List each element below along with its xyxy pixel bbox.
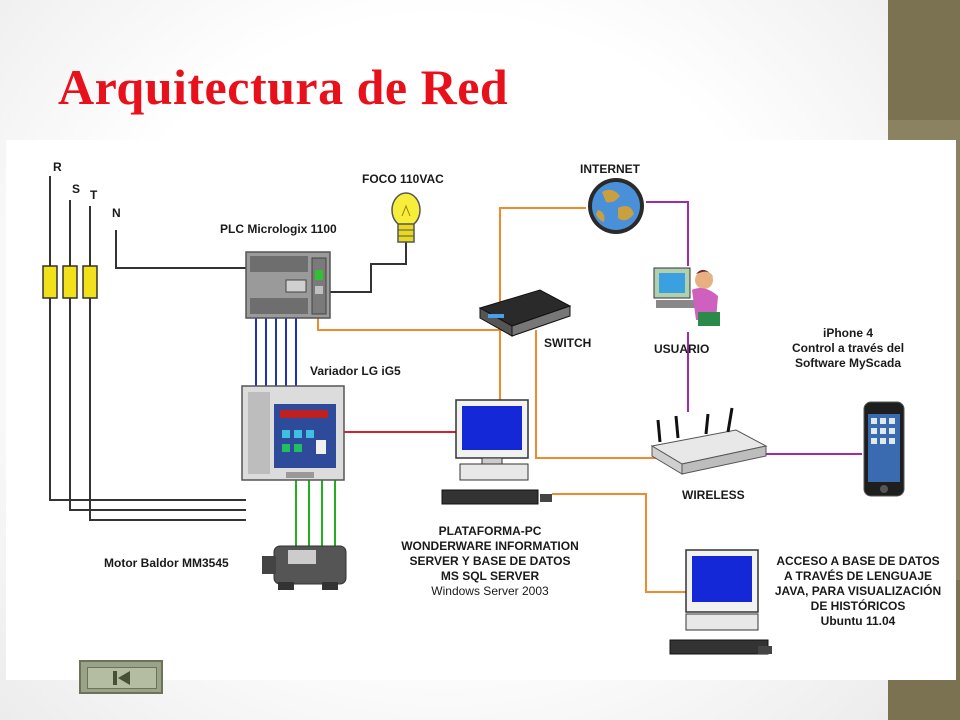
internet-label: INTERNET xyxy=(580,162,640,176)
server-line: PLATAFORMA-PC xyxy=(438,524,542,538)
phase-n-label: N xyxy=(112,206,121,220)
switch-label: SWITCH xyxy=(544,336,592,350)
client-pc-icon xyxy=(669,549,772,655)
lamp-label: FOCO 110VAC xyxy=(362,172,444,186)
client-line: JAVA, PARA VISUALIZACIÓN xyxy=(774,584,942,598)
wireless-label: WIRELESS xyxy=(682,488,745,502)
slide-title: Arquitectura de Red xyxy=(58,59,509,115)
fuse-icons xyxy=(42,265,98,299)
eth-switch-internet xyxy=(499,207,586,330)
iphone-line: iPhone 4 xyxy=(822,326,873,340)
server-line: MS SQL SERVER xyxy=(440,569,540,583)
ethernet-links xyxy=(317,207,686,593)
eth-server-client xyxy=(552,493,686,593)
eth-switch-wireless xyxy=(535,330,656,459)
iphone-line: Control a través del xyxy=(792,341,905,355)
wireless-router-icon xyxy=(650,407,768,475)
plc-label: PLC Micrologix 1100 xyxy=(220,222,337,236)
wire-t xyxy=(89,206,246,521)
motor-wiring xyxy=(295,480,336,558)
wire-r xyxy=(49,176,246,501)
motor-label: Motor Baldor MM3545 xyxy=(104,556,229,570)
wire-lamp xyxy=(318,242,407,293)
light-bulb-icon xyxy=(391,192,421,243)
client-line: A TRAVÉS DE LENGUAJE xyxy=(783,569,933,583)
variable-drive-icon xyxy=(241,385,345,481)
network-architecture-diagram: R S T N PLC Micrologix 1100 FOCO 110VAC … xyxy=(6,140,956,680)
server-line: WONDERWARE INFORMATION xyxy=(401,539,579,553)
server-pc-icon xyxy=(441,399,552,505)
wire-n xyxy=(115,230,246,269)
fuse-icon xyxy=(62,265,78,299)
server-line: SERVER Y BASE DE DATOS xyxy=(409,554,571,568)
client-line: DE HISTÓRICOS xyxy=(810,599,906,613)
plc-device-icon xyxy=(245,251,331,319)
phase-s-label: S xyxy=(72,182,81,196)
user-label: USUARIO xyxy=(654,342,710,356)
user-workstation-icon xyxy=(653,267,720,326)
diagram-canvas xyxy=(42,176,905,655)
back-to-start-icon xyxy=(113,671,130,685)
iphone-line: Software MyScada xyxy=(794,356,902,370)
fuse-icon xyxy=(82,265,98,299)
back-to-start-button[interactable] xyxy=(79,660,163,694)
server-line: Windows Server 2003 xyxy=(431,584,549,598)
wifi-internet-user xyxy=(646,201,689,266)
wire-s xyxy=(69,200,246,511)
client-line: Ubuntu 11.04 xyxy=(820,614,896,628)
drive-label: Variador LG iG5 xyxy=(310,364,401,378)
server-caption: PLATAFORMA-PC WONDERWARE INFORMATION SER… xyxy=(388,524,592,599)
fuse-icon xyxy=(42,265,58,299)
wifi-links xyxy=(646,201,862,455)
phase-r-label: R xyxy=(53,160,62,174)
client-line: ACCESO A BASE DE DATOS xyxy=(776,554,940,568)
client-caption: ACCESO A BASE DE DATOS A TRAVÉS DE LENGU… xyxy=(762,554,954,629)
internet-globe-icon xyxy=(588,178,644,234)
eth-plc-switch xyxy=(317,314,504,331)
smartphone-icon xyxy=(863,401,905,497)
control-wiring xyxy=(255,318,297,386)
nav-button-face xyxy=(87,667,157,689)
phase-t-label: T xyxy=(90,188,98,202)
iphone-caption: iPhone 4 Control a través del Software M… xyxy=(792,326,904,371)
network-switch-icon xyxy=(478,289,572,337)
motor-icon xyxy=(262,545,347,590)
